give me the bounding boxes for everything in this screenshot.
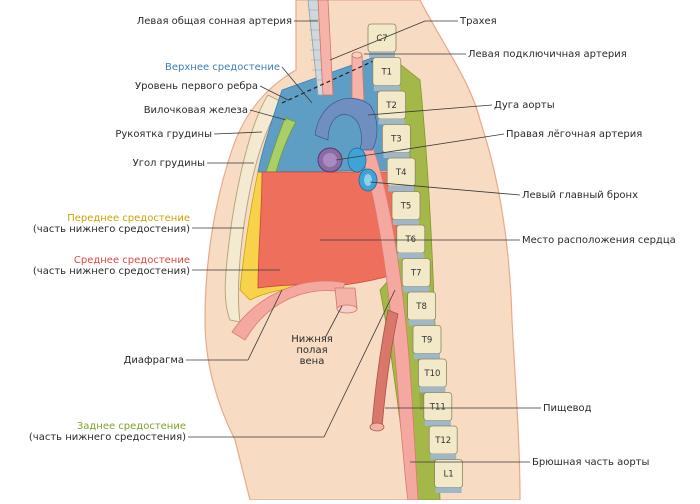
label-ivc-line3: вена (300, 356, 325, 367)
intervertebral-disc (369, 52, 395, 58)
intervertebral-disc (403, 286, 430, 292)
label-superior-mediastinum: Верхнее средостение (165, 62, 280, 73)
intervertebral-disc (419, 387, 446, 393)
label-esophagus: Пищевод (543, 403, 592, 414)
vertebra-label: T11 (429, 403, 446, 413)
right-bronchus (347, 147, 367, 173)
label-anterior-mediastinum: Переднее средостение (67, 213, 190, 224)
label-sternal-angle: Угол грудины (133, 158, 205, 169)
vertebra-label: T7 (410, 269, 422, 279)
label-ivc-line2: полая (296, 345, 327, 356)
label-right-pulmonary-artery: Правая лёгочная артерия (506, 129, 642, 140)
label-thymus: Вилочковая железа (144, 105, 248, 116)
label-heart-location: Место расположения сердца (522, 235, 676, 246)
vertebra-label: T8 (415, 302, 427, 312)
label-ivc-line1: Нижняя (291, 334, 333, 345)
subclavian-opening (351, 51, 363, 59)
intervertebral-disc (430, 454, 457, 460)
first-rib-level-line (281, 57, 381, 104)
label-manubrium: Рукоятка грудины (115, 129, 212, 140)
aortic-arch (314, 97, 378, 151)
label-posterior-mediastinum: Заднее средостение (77, 421, 186, 432)
intervertebral-disc (435, 487, 462, 493)
intervertebral-disc (397, 253, 424, 259)
label-anterior-mediastinum-sub: (часть нижнего средостения) (33, 224, 190, 235)
intervertebral-disc (383, 152, 410, 158)
pulmonary-artery-lumen (323, 153, 337, 167)
vertebra-label: T10 (423, 369, 440, 379)
esophagus-opening (369, 422, 385, 432)
label-posterior-mediastinum-sub: (часть нижнего средостения) (29, 432, 186, 443)
vertebra-label: T12 (434, 436, 451, 446)
vertebra-label: T3 (390, 135, 402, 145)
intervertebral-disc (378, 119, 405, 125)
label-diaphragm: Диафрагма (124, 355, 184, 366)
intervertebral-disc (408, 320, 435, 326)
intervertebral-disc (393, 219, 419, 225)
intervertebral-disc (388, 186, 415, 192)
label-first-rib-level: Уровень первого ребра (135, 81, 258, 92)
vertebra-label: T1 (380, 68, 392, 78)
intervertebral-disc (373, 85, 400, 91)
label-left-carotid: Левая общая сонная артерия (137, 16, 292, 27)
label-middle-mediastinum-sub: (часть нижнего средостения) (33, 266, 190, 277)
label-abdominal-aorta: Брюшная часть аорты (532, 457, 649, 468)
label-trachea: Трахея (459, 16, 497, 27)
label-left-main-bronchus: Левый главный бронх (522, 190, 638, 201)
sternum (224, 94, 283, 323)
left-subclavian-artery (351, 54, 365, 101)
label-left-subclavian: Левая подключичная артерия (468, 49, 627, 60)
ivc-opening (336, 304, 358, 314)
vertebra-label: L1 (444, 470, 454, 480)
vertebra-label: T9 (421, 336, 433, 346)
left-carotid-artery (317, 0, 334, 96)
label-aortic-arch: Дуга аорты (494, 100, 555, 111)
bronchus-lumen (364, 174, 372, 186)
label-middle-mediastinum: Среднее средостение (74, 255, 190, 266)
intervertebral-disc (424, 420, 451, 426)
vertebra-label: T5 (400, 202, 412, 212)
intervertebral-disc (414, 353, 440, 359)
vertebra-label: T2 (385, 101, 397, 111)
vertebra-label: T4 (395, 168, 407, 178)
